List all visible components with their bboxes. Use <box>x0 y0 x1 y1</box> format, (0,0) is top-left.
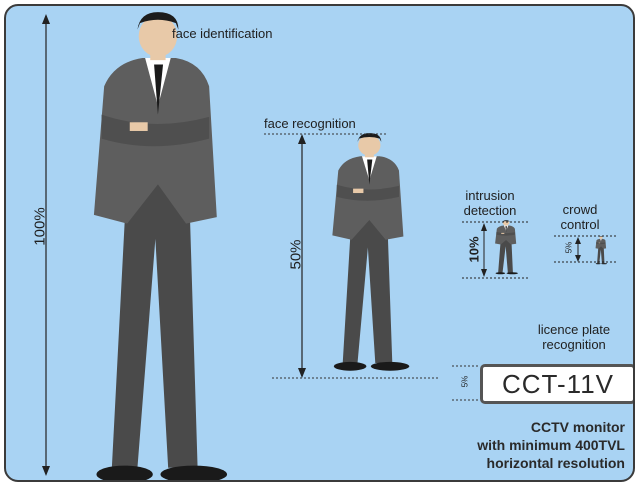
scale-100-label: 100% <box>31 207 49 246</box>
label-face-recognition: face recognition <box>264 116 356 131</box>
dimension-10-arrow <box>462 221 530 279</box>
label-licence-plate-recognition: licence plate recognition <box>524 322 624 352</box>
label-face-identification: face identification <box>172 26 273 41</box>
figure-face-identification <box>93 12 228 480</box>
scale-50-label: 50% <box>287 239 305 270</box>
diagram-panel: face identification face recognition int… <box>4 4 635 482</box>
caption: CCTV monitor with minimum 400TVL horizon… <box>477 418 625 472</box>
label-crowd-line1: crowd <box>562 202 598 217</box>
scale-crowd-label: 5% <box>564 241 574 254</box>
figure-intrusion-detection <box>495 220 518 275</box>
caption-line3: horizontal resolution <box>486 455 625 471</box>
label-intrusion-line2: detection <box>463 203 517 218</box>
label-intrusion-detection: intrusion detection <box>454 188 526 218</box>
label-intrusion-line1: intrusion <box>465 188 515 203</box>
label-crowd-line2: control <box>560 217 600 232</box>
scale-plate-label: 5% <box>460 375 470 388</box>
dimension-100-arrow <box>42 14 50 476</box>
figures-canvas <box>42 12 618 480</box>
caption-line1: CCTV monitor <box>530 419 625 435</box>
caption-line2: with minimum 400TVL <box>477 437 625 453</box>
figure-face-recognition <box>332 133 410 371</box>
dimension-crowd-arrow <box>554 235 618 263</box>
dimension-plate-guides <box>452 365 478 401</box>
licence-plate: CCT-11V <box>480 364 633 404</box>
label-licence-line1: licence plate <box>537 322 611 337</box>
figure-crowd-control <box>595 236 607 265</box>
scale-10-label: 10% <box>466 236 482 263</box>
label-licence-line2: recognition <box>542 337 606 352</box>
label-crowd-control: crowd control <box>552 202 608 232</box>
dimension-50-guides <box>264 133 438 379</box>
dimension-50-arrow <box>298 134 306 378</box>
